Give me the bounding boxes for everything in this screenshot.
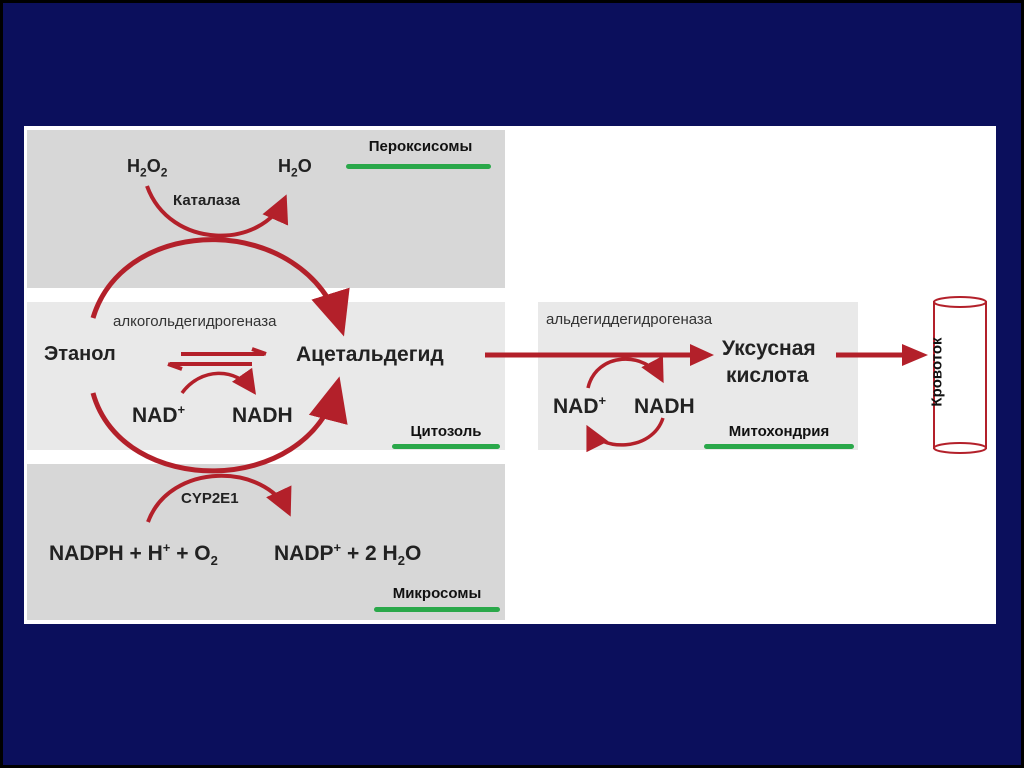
underline-mitochondria (704, 444, 854, 449)
cyp-arrow (146, 473, 292, 523)
nadph-reactants: NADPH + H+ + O2 (49, 540, 218, 569)
enzyme-aldh: альдегиддегидрогеназа (546, 311, 713, 328)
label-peroxisomes: Пероксисомы (368, 138, 473, 155)
enzyme-catalase: Каталаза (173, 192, 241, 209)
nadp-products: NADP+ + 2 H2O (274, 540, 422, 569)
nad-mito-cycle-bottom (586, 417, 665, 453)
underline-microsomes (374, 607, 500, 612)
nad-mito-cycle-top (586, 355, 664, 389)
nadh-mito: NADH (634, 395, 695, 418)
compound-acetic-line2: кислота (726, 364, 809, 387)
microsome-route-arrow (90, 376, 348, 474)
enzyme-cyp2e1: CYP2E1 (181, 490, 239, 507)
h2o-formula: H2O (278, 156, 312, 180)
underline-cytosol (392, 444, 500, 449)
compound-acetaldehyde: Ацетальдегид (296, 343, 444, 366)
nadh-cytosol: NADH (232, 404, 293, 427)
compound-acetic-line1: Уксусная (722, 337, 816, 360)
peroxisome-route-arrow (90, 237, 350, 337)
enzyme-adh: алкогольдегидрогеназа (113, 313, 277, 330)
catalase-arrow (145, 185, 289, 238)
compound-ethanol: Этанол (44, 343, 116, 365)
label-mitochondria: Митохондрия (728, 423, 830, 440)
h2o2-formula: H2O2 (127, 156, 168, 180)
label-cytosol: Цитозоль (410, 423, 482, 440)
nad-cytosol: NAD+ (132, 402, 186, 427)
label-microsomes: Микросомы (392, 585, 482, 602)
nad-mito: NAD+ (553, 393, 607, 418)
blood-vessel-icon (933, 296, 987, 454)
underline-peroxisomes (346, 164, 491, 169)
label-bloodstream: Кровоток (928, 337, 946, 407)
nad-cytosol-arrow (180, 367, 256, 395)
